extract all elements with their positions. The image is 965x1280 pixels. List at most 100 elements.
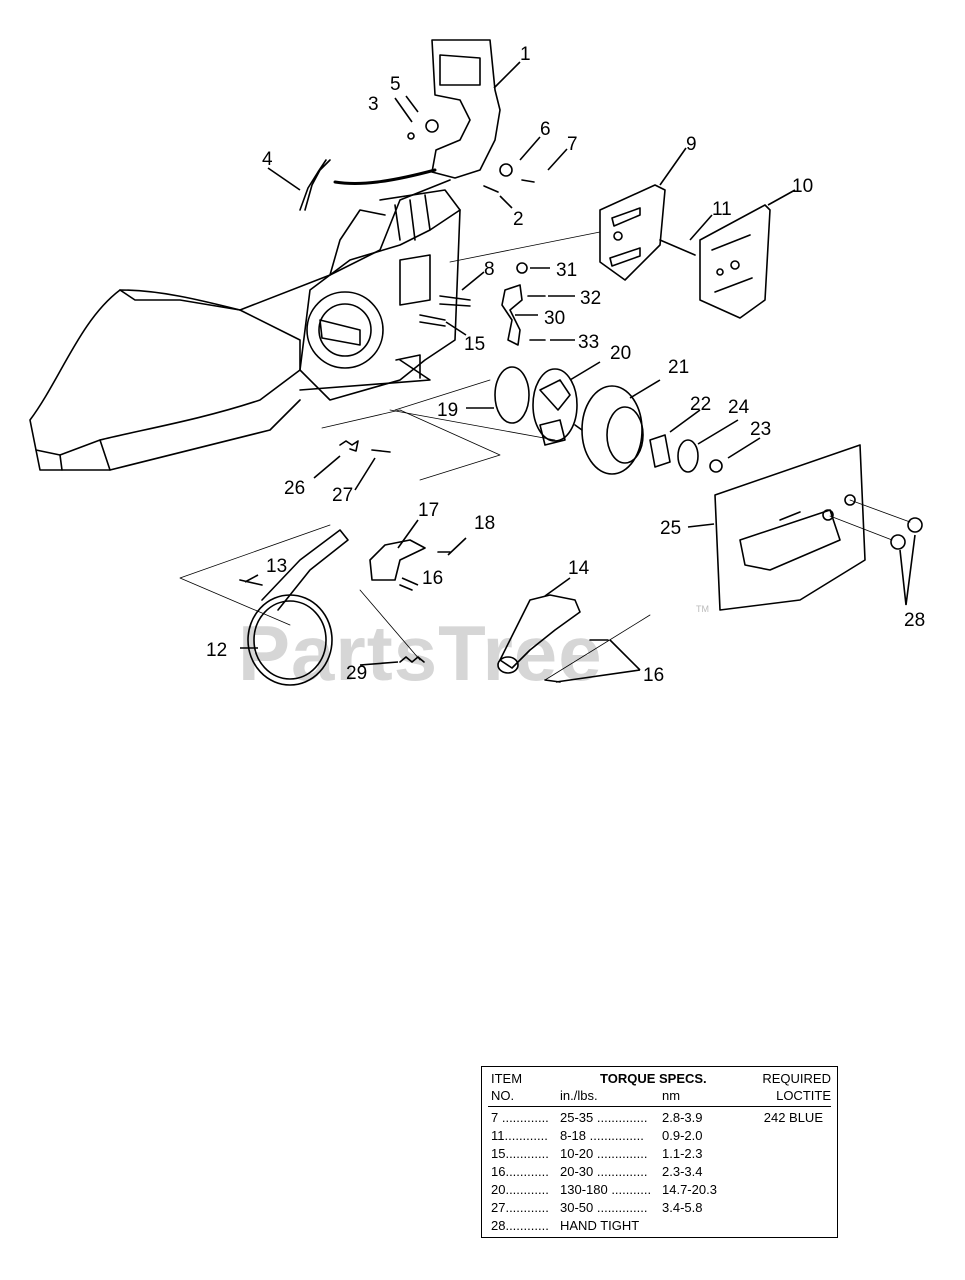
row-in-lbs: 30-50 .............. <box>560 1200 648 1215</box>
row-nm: 0.9-2.0 <box>662 1128 703 1143</box>
part-3-washer <box>407 132 415 140</box>
part-16a-screw <box>399 584 413 591</box>
part-2-screw <box>483 185 499 193</box>
row-nm: 3.4-5.8 <box>662 1200 703 1215</box>
guide-lines-26 <box>321 409 501 481</box>
header-no: NO. <box>491 1088 515 1103</box>
callout-32: 32 <box>580 288 601 309</box>
callout-6: 6 <box>540 119 551 140</box>
part-24-washer <box>677 439 699 473</box>
row-nm: 2.3-3.4 <box>662 1164 703 1179</box>
leader-lines <box>240 61 916 683</box>
callout-12: 12 <box>206 640 227 661</box>
part-27-screw <box>371 449 391 453</box>
row-nm: 2.8-3.9 <box>662 1110 703 1125</box>
crankcase <box>299 189 461 401</box>
part-29-spring <box>399 656 425 663</box>
row-in-lbs: 25-35 .............. <box>560 1110 648 1125</box>
row-in-lbs: 10-20 .............. <box>560 1146 648 1161</box>
callout-31: 31 <box>556 260 577 281</box>
callout-33: 33 <box>578 332 599 353</box>
callout-21: 21 <box>668 357 689 378</box>
row-loctite: 242 BLUE <box>763 1110 823 1125</box>
table-row: 15............10-20 ..............1.1-2.… <box>482 1146 837 1164</box>
part-15-bolt <box>419 314 446 327</box>
header-item: ITEM <box>491 1071 523 1086</box>
part-22-bearing <box>649 434 671 468</box>
table-row: 28............ HAND TIGHT <box>482 1218 837 1236</box>
part-1-handle-guard <box>431 39 501 179</box>
part-28-nut-b <box>890 534 906 550</box>
callout-13: 13 <box>266 556 287 577</box>
row-in-lbs: 130-180 ........... <box>560 1182 652 1197</box>
part-9-inner-plate <box>599 184 666 281</box>
header-loctite: LOCTITE <box>776 1088 831 1103</box>
callout-1: 1 <box>520 44 531 65</box>
chainsaw-body <box>29 179 451 471</box>
header-torque-specs: TORQUE SPECS. <box>600 1071 707 1086</box>
callout-9: 9 <box>686 134 697 155</box>
callout-4: 4 <box>262 149 273 170</box>
torque-specs-table: ITEM NO. TORQUE SPECS. in./lbs. nm REQUI… <box>481 1066 838 1238</box>
row-in-lbs: 8-18 ............... <box>560 1128 644 1143</box>
callout-25: 25 <box>660 518 681 539</box>
callout-10: 10 <box>792 176 813 197</box>
callout-16a: 16 <box>422 568 443 589</box>
callout-14: 14 <box>568 558 590 579</box>
callout-2: 2 <box>513 209 524 230</box>
part-6-nut <box>499 163 513 177</box>
part-17-lever <box>369 539 426 581</box>
part-5-nut <box>425 119 439 133</box>
part-25-clutch-cover <box>714 444 866 611</box>
callout-23: 23 <box>750 419 771 440</box>
part-20-clutch <box>532 368 578 446</box>
row-item: 16............ <box>491 1164 549 1179</box>
callout-29: 29 <box>346 663 367 684</box>
header-nm: nm <box>662 1088 681 1103</box>
arrow-4 <box>333 168 437 185</box>
part-8-stud <box>439 295 471 307</box>
row-in-lbs: HAND TIGHT <box>560 1218 640 1233</box>
guide-line-28 <box>829 499 911 541</box>
part-26-spring <box>339 440 359 452</box>
watermark-tm: TM <box>696 604 709 614</box>
callout-22: 22 <box>690 394 711 415</box>
part-7-screw <box>521 179 535 183</box>
row-item: 27............ <box>491 1200 549 1215</box>
callout-11: 11 <box>712 199 732 220</box>
guide-lines-19 <box>389 379 556 441</box>
part-23-clip <box>709 459 723 473</box>
row-nm: 14.7-20.3 <box>662 1182 717 1197</box>
table-row: 11............ 8-18 ............... 0.9-2.… <box>482 1128 837 1146</box>
table-divider <box>488 1106 831 1107</box>
part-10-outer-plate <box>699 204 771 319</box>
part-28-nut-a <box>907 517 923 533</box>
callout-15: 15 <box>464 334 485 355</box>
part-14-bracket <box>497 594 581 674</box>
table-row: 27............ 30-50 .............. 3.4-5.… <box>482 1200 837 1218</box>
callout-17: 17 <box>418 500 439 521</box>
part-11-screw <box>659 239 696 256</box>
callout-3: 3 <box>368 94 379 115</box>
callout-27: 27 <box>332 485 353 506</box>
callout-7: 7 <box>567 134 578 155</box>
part-31-nut <box>516 262 528 274</box>
callout-8: 8 <box>484 259 495 280</box>
part-4-clip <box>299 159 331 211</box>
callout-19: 19 <box>437 400 458 421</box>
callout-30: 30 <box>544 308 565 329</box>
row-item: 7 ............. <box>491 1110 549 1125</box>
row-nm: 1.1-2.3 <box>662 1146 703 1161</box>
watermark: PartsTree <box>238 609 603 697</box>
guide-lines-14 <box>544 614 651 681</box>
header-in-lbs: in./lbs. <box>560 1088 598 1103</box>
row-item: 28............ <box>491 1218 549 1233</box>
part-12-brake-band <box>247 529 349 686</box>
row-item: 20............ <box>491 1182 549 1197</box>
part-13-pin <box>239 579 263 586</box>
row-item: 11............ <box>491 1128 548 1143</box>
callout-16b: 16 <box>643 665 664 686</box>
callout-20: 20 <box>610 343 631 364</box>
guide-lines-12 <box>179 524 421 661</box>
